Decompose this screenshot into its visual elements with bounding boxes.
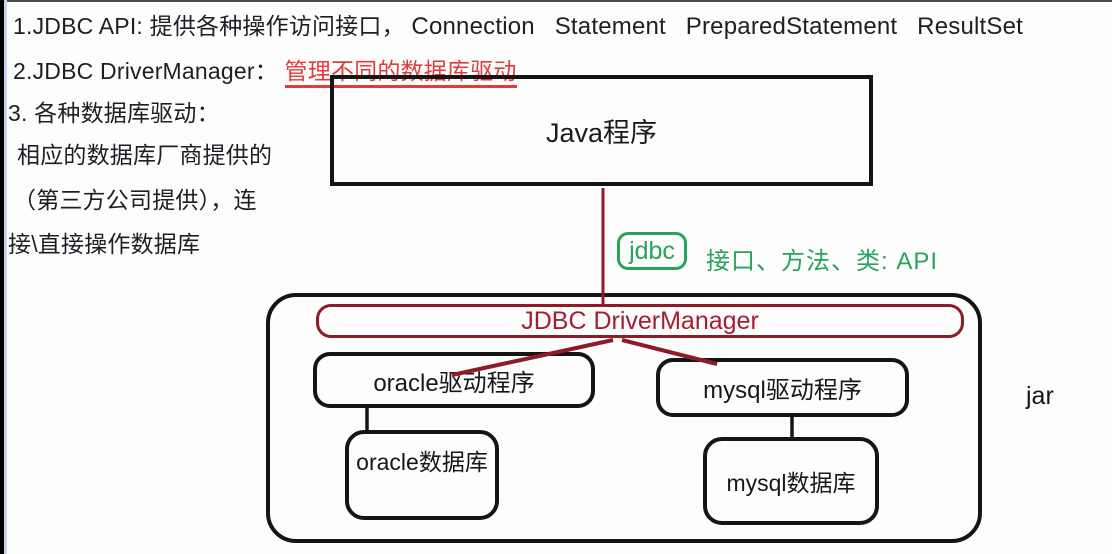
note-line-1: 1.JDBC API: 提供各种操作访问接口， Connection State… [13, 7, 1023, 41]
note-2-highlight: 管理不同的数据库驱动 [284, 58, 517, 88]
note-line-4: 相应的数据库厂商提供的 [17, 142, 273, 168]
note-line-5: （第三方公司提供），连 [13, 187, 257, 213]
driver-manager-label: JDBC DriverManager [521, 306, 759, 335]
oracle-driver-label: oracle驱动程序 [373, 369, 535, 397]
note-line-6: 接\直接操作数据库 [8, 231, 201, 257]
note-line-2: 2.JDBC DriverManager： 管理不同的数据库驱动 [13, 52, 517, 88]
note-1-api-classes: Connection Statement PreparedStatement R… [411, 13, 1024, 40]
jar-label: jar [1026, 382, 1054, 410]
note-line-3: 3. 各种数据库驱动： [8, 100, 220, 126]
jdbc-caption: 接口、方法、类: API [706, 248, 939, 275]
mysql-driver-box: mysql驱动程序 [656, 358, 909, 417]
jdbc-badge: jdbc [617, 232, 687, 270]
jar-container-box [266, 293, 982, 543]
note-1-text: 1.JDBC API: 提供各种操作访问接口， [13, 13, 405, 39]
java-program-box: Java程序 [330, 75, 873, 186]
mysql-driver-label: mysql驱动程序 [703, 377, 862, 404]
left-edge-blue-line [4, 0, 7, 554]
driver-manager-box: JDBC DriverManager [316, 304, 964, 338]
jdbc-badge-label: jdbc [629, 236, 675, 265]
top-edge-line [0, 0, 1112, 2]
oracle-database-box: oracle数据库 [345, 430, 499, 520]
oracle-database-label: oracle数据库 [356, 449, 488, 475]
note-2-prefix: 2.JDBC DriverManager： [13, 58, 278, 84]
left-edge-black-strip [0, 0, 4, 554]
mysql-database-label: mysql数据库 [726, 470, 856, 496]
mysql-database-box: mysql数据库 [703, 437, 879, 525]
java-program-label: Java程序 [545, 118, 658, 148]
oracle-driver-box: oracle驱动程序 [313, 352, 595, 408]
